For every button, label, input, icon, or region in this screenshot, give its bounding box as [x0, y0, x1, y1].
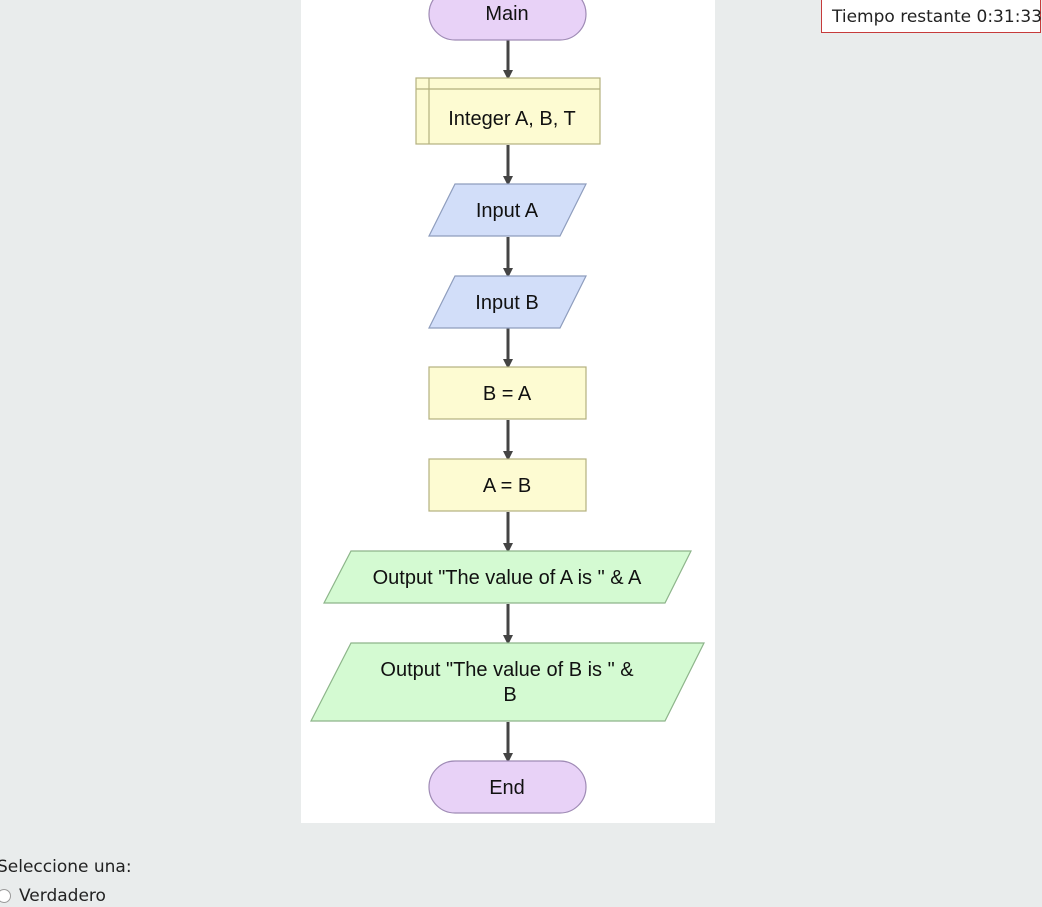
- answer-option-label[interactable]: Verdadero: [19, 886, 106, 906]
- flowchart-image: Main Integer A, B, T Input A Input B B =…: [301, 0, 715, 823]
- start-terminal-label: Main: [485, 3, 528, 25]
- end-terminal: [428, 760, 587, 814]
- output-a-block: [323, 550, 692, 604]
- output-b-block: [310, 642, 705, 722]
- output-b-label-line1: Output "The value of B is " &: [380, 659, 634, 681]
- assign-a-block: [428, 458, 587, 512]
- answer-section: Seleccione una: Verdadero: [0, 855, 397, 907]
- radio-button[interactable]: [0, 889, 11, 903]
- end-terminal-label: End: [489, 777, 525, 799]
- input-a-label: Input A: [476, 200, 539, 222]
- start-terminal: [428, 0, 587, 41]
- assign-a-label: A = B: [483, 475, 531, 497]
- input-b-block: [428, 275, 587, 329]
- assign-b-block: [428, 366, 587, 420]
- output-b-label-line2: B: [503, 684, 516, 706]
- flowchart-diagram: Main Integer A, B, T Input A Input B B =…: [310, 0, 705, 814]
- timer-label: Tiempo restante 0:31:33: [832, 7, 1042, 27]
- output-a-label: Output "The value of A is " & A: [373, 567, 642, 589]
- assign-b-label: B = A: [483, 383, 532, 405]
- input-a-block: [428, 183, 587, 237]
- declare-label: Integer A, B, T: [448, 108, 575, 130]
- input-b-label: Input B: [475, 292, 538, 314]
- time-remaining-timer: Tiempo restante 0:31:33: [821, 0, 1042, 33]
- answer-option-true[interactable]: Verdadero: [0, 885, 397, 907]
- select-prompt: Seleccione una:: [0, 857, 132, 877]
